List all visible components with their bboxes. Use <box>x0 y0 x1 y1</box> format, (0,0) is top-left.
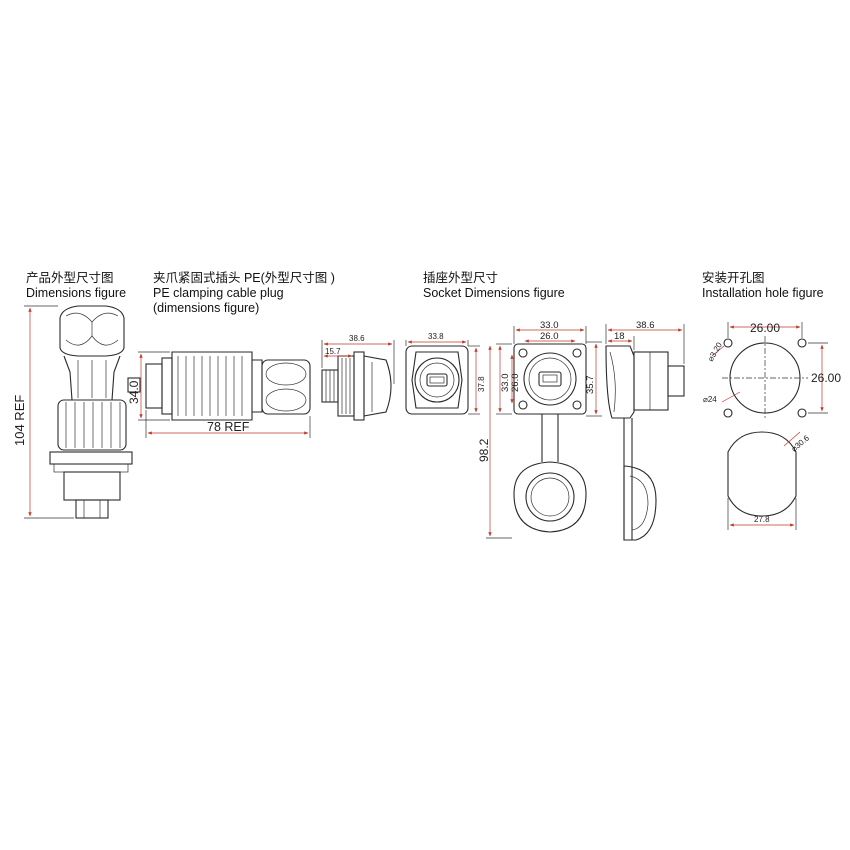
socket-front-view: 33.8 37.8 <box>405 332 486 415</box>
cable-length-label: 78 REF <box>207 420 250 434</box>
cap-side-flange-label: 18 <box>614 331 625 342</box>
side-total-label: 38.6 <box>349 334 365 343</box>
socket-caption-cn: 插座外型尺寸 <box>423 271 499 285</box>
screw-hole-label: ⌀3.20 <box>706 340 724 363</box>
hole-caption-cn: 安装开孔图 <box>702 271 765 285</box>
cable-plug-caption: 夹爪紧固式插头 PE(外型尺寸图 ) PE clamping cable plu… <box>153 271 335 316</box>
cable-plug-caption-cn: 夹爪紧固式插头 PE(外型尺寸图 ) <box>153 271 335 285</box>
total-height-label: 98.2 <box>477 438 491 462</box>
flange-height-label: 35.7 <box>585 376 596 395</box>
hole-pitch-v-label: 26.00 <box>811 371 841 385</box>
side-short-label: 15.7 <box>325 347 341 356</box>
cutout-flat-label: 27.8 <box>754 515 770 524</box>
cap-side-total-label: 38.6 <box>636 320 655 331</box>
hole-caption-en: Installation hole figure <box>702 286 824 300</box>
hole-caption: 安装开孔图 Installation hole figure <box>702 271 824 301</box>
cable-plug-view: 34.0 78 REF <box>127 351 311 438</box>
center-hole-label: ⌀24 <box>703 395 717 404</box>
flange-v-inner-label: 26.0 <box>510 374 521 393</box>
front-height-label: 37.8 <box>477 376 486 392</box>
socket-cap-front-view: 33.0 26.0 33.0 26.0 35.7 98.2 <box>477 320 602 539</box>
socket-side-view: 38.6 15.7 <box>321 334 395 421</box>
socket-caption: 插座外型尺寸 Socket Dimensions figure <box>423 271 565 301</box>
plug-vertical-view: 104 REF <box>12 305 133 519</box>
flange-inner-label: 26.0 <box>540 331 559 342</box>
hole-pitch-h-label: 26.00 <box>750 321 780 335</box>
plug-length-label: 104 REF <box>12 395 27 446</box>
socket-caption-en: Socket Dimensions figure <box>423 286 565 300</box>
cable-dia-label: 34.0 <box>127 380 141 404</box>
cable-plug-caption-en-2: (dimensions figure) <box>153 301 260 315</box>
front-width-label: 33.8 <box>428 332 444 341</box>
flange-v-outer-label: 33.0 <box>500 374 511 393</box>
plug-caption: 产品外型尺寸图 Dimensions figure <box>26 271 126 301</box>
socket-cap-side-view: 38.6 18 <box>605 320 685 541</box>
cable-plug-caption-en: PE clamping cable plug <box>153 286 284 300</box>
plug-caption-en: Dimensions figure <box>26 286 127 300</box>
plug-caption-cn: 产品外型尺寸图 <box>26 271 114 285</box>
cutout-dia-label: ⌀30.6 <box>790 433 812 453</box>
installation-hole-view: 26.00 26.00 ⌀3.20 ⌀24 ⌀30.6 27.8 <box>703 321 841 530</box>
flange-outer-label: 33.0 <box>540 320 559 331</box>
